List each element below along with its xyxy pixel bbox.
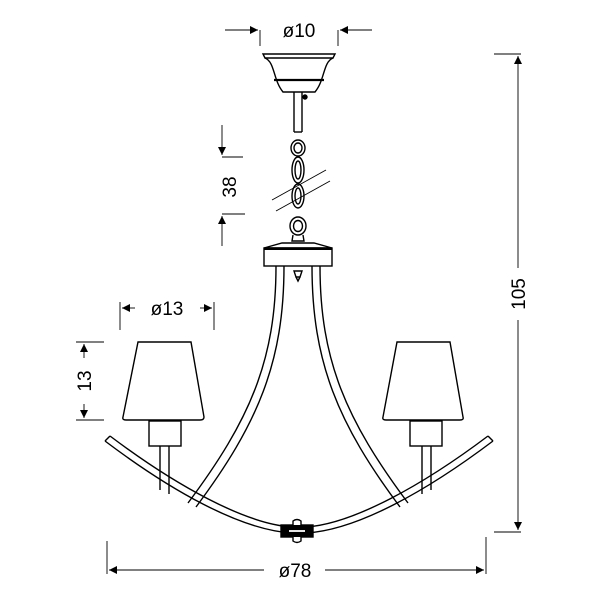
chain-length-dimension	[217, 125, 245, 246]
left-bulb-holder	[148, 420, 182, 447]
shade-diameter-dimension	[119, 302, 215, 330]
left-lamp	[122, 341, 205, 494]
right-lamp	[382, 341, 464, 494]
curved-arms	[187, 265, 409, 508]
right-lamp-shade	[382, 341, 464, 421]
shade-height-dimension	[76, 341, 104, 421]
left-lamp-shade	[122, 341, 205, 421]
shade-diameter-label: ø13	[151, 299, 184, 320]
canopy-dimension	[225, 25, 372, 46]
chain-length-label: 38	[220, 176, 241, 197]
canopy-diameter-label: ø10	[283, 21, 316, 42]
total-diameter-label: ø78	[279, 561, 312, 582]
total-height-dimension	[494, 53, 523, 533]
chain	[271, 139, 331, 242]
right-bulb-holder	[409, 420, 443, 447]
total-diameter-dimension	[106, 537, 487, 575]
total-height-label: 105	[509, 278, 530, 310]
central-hub	[263, 242, 333, 283]
shade-height-label: 13	[75, 370, 96, 391]
ceiling-canopy	[261, 53, 337, 133]
bottom-ring	[104, 435, 494, 544]
